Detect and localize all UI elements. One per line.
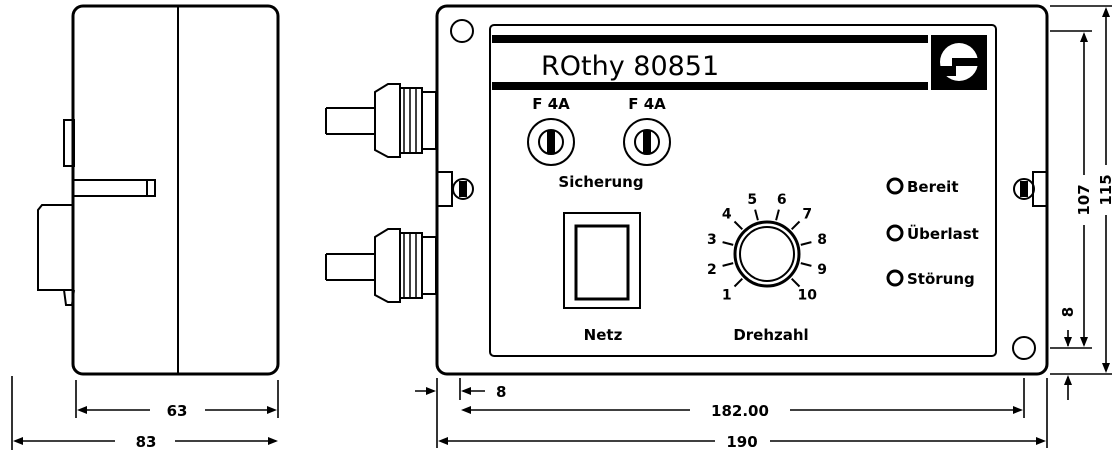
scale-number: 2 xyxy=(707,262,717,278)
dim-right-offset: 8 xyxy=(1059,307,1077,317)
front-dimensions: 8 182.00 190 107 115 xyxy=(415,5,1115,451)
scale-number: 8 xyxy=(817,232,827,248)
knob-inner xyxy=(739,226,795,282)
dim-front-outer: 190 xyxy=(726,433,757,451)
fuse-right-icon xyxy=(623,118,671,166)
front-panel xyxy=(489,24,997,357)
dim-height-inner: 107 xyxy=(1075,184,1093,215)
dim-side-inner: 63 xyxy=(167,402,188,420)
dim-front-inner: 182.00 xyxy=(711,402,769,420)
scale-tick xyxy=(722,262,734,267)
screw-top-left xyxy=(450,19,474,43)
dim-front-offset: 8 xyxy=(496,383,506,401)
indicator-ueberlast: Überlast xyxy=(907,224,979,243)
device-name: ROthy 80851 xyxy=(541,51,719,82)
cable-gland-bottom xyxy=(325,228,437,303)
fuse-left-icon xyxy=(527,118,575,166)
side-housing xyxy=(71,4,280,376)
scale-number: 1 xyxy=(722,287,732,303)
scale-number: 3 xyxy=(707,232,717,248)
led-icon xyxy=(886,269,904,287)
indicator-list: Bereit Überlast Störung xyxy=(886,177,979,288)
knob-label: Drehzahl xyxy=(733,326,808,344)
screw-bottom-right xyxy=(1012,336,1036,360)
side-switch-foot xyxy=(63,289,75,306)
side-bracket-end xyxy=(146,179,156,197)
side-switch-body xyxy=(37,204,74,291)
lug-left xyxy=(438,171,453,207)
knob-outer xyxy=(733,220,801,288)
led-icon xyxy=(886,224,904,242)
front-housing xyxy=(435,4,1049,376)
side-view xyxy=(37,4,280,376)
indicator-stoerung: Störung xyxy=(907,270,975,288)
power-switch xyxy=(563,212,641,309)
fuse-right-label: F 4A xyxy=(628,95,666,113)
logo-icon xyxy=(931,35,987,90)
fuse-group-label: Sicherung xyxy=(558,173,643,191)
indicator-bereit: Bereit xyxy=(907,178,959,196)
scale-tick xyxy=(733,277,744,288)
front-view: ROthy 80851 F 4A F 4A Sicherung Netz xyxy=(435,4,1049,376)
switch-label: Netz xyxy=(584,326,623,344)
scale-number: 6 xyxy=(777,192,787,208)
scale-number: 10 xyxy=(798,287,818,303)
scale-tick xyxy=(754,209,759,221)
scale-number: 5 xyxy=(747,192,757,208)
scale-tick xyxy=(800,262,812,267)
scale-number: 9 xyxy=(817,262,827,278)
fuse-left-label: F 4A xyxy=(532,95,570,113)
scale-tick xyxy=(775,209,780,221)
led-icon xyxy=(886,177,904,195)
scale-tick xyxy=(790,277,801,288)
cable-gland-top xyxy=(325,83,437,158)
side-bracket xyxy=(74,179,156,197)
scale-tick xyxy=(733,220,744,231)
scale-tick xyxy=(722,241,734,246)
scale-number: 4 xyxy=(722,207,732,223)
speed-knob: 12 345 678 9 10 xyxy=(707,192,827,303)
dim-height-outer: 115 xyxy=(1097,174,1115,205)
scale-number: 7 xyxy=(802,207,812,223)
scale-tick xyxy=(790,220,801,231)
side-dimensions: 63 83 xyxy=(11,376,279,451)
dim-side-outer: 83 xyxy=(136,433,157,451)
side-knob-stub xyxy=(63,119,75,167)
scale-tick xyxy=(800,241,812,246)
